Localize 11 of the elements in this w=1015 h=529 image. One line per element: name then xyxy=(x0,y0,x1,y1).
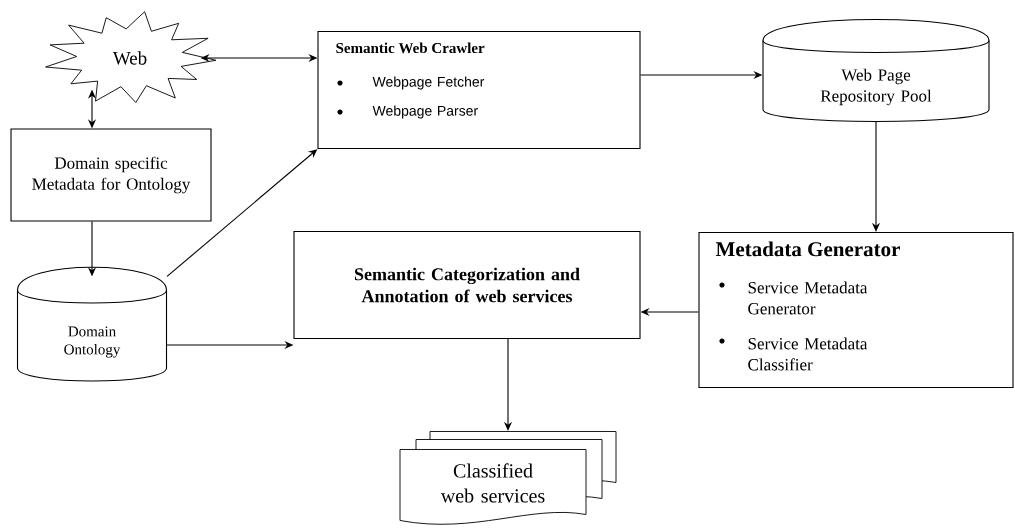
starburst: Web xyxy=(45,11,217,103)
list-item: Service Metadata Classifier xyxy=(748,337,868,371)
document-stack: Classified web services xyxy=(399,431,617,525)
list-item: Service Metadata Generator xyxy=(748,281,868,315)
list-item: Webpage Fetcher xyxy=(372,76,485,90)
node-label: Classified web services xyxy=(440,463,545,503)
cylinder: Domain Ontology xyxy=(16,266,168,382)
list-item: Webpage Parser xyxy=(372,105,478,119)
process-box: Semantic Categorization and Annotation of web services xyxy=(293,230,641,340)
process-box: Domain specific Metadata for Ontology xyxy=(10,128,212,222)
cylinder: Web Page Repository Pool xyxy=(762,18,990,123)
